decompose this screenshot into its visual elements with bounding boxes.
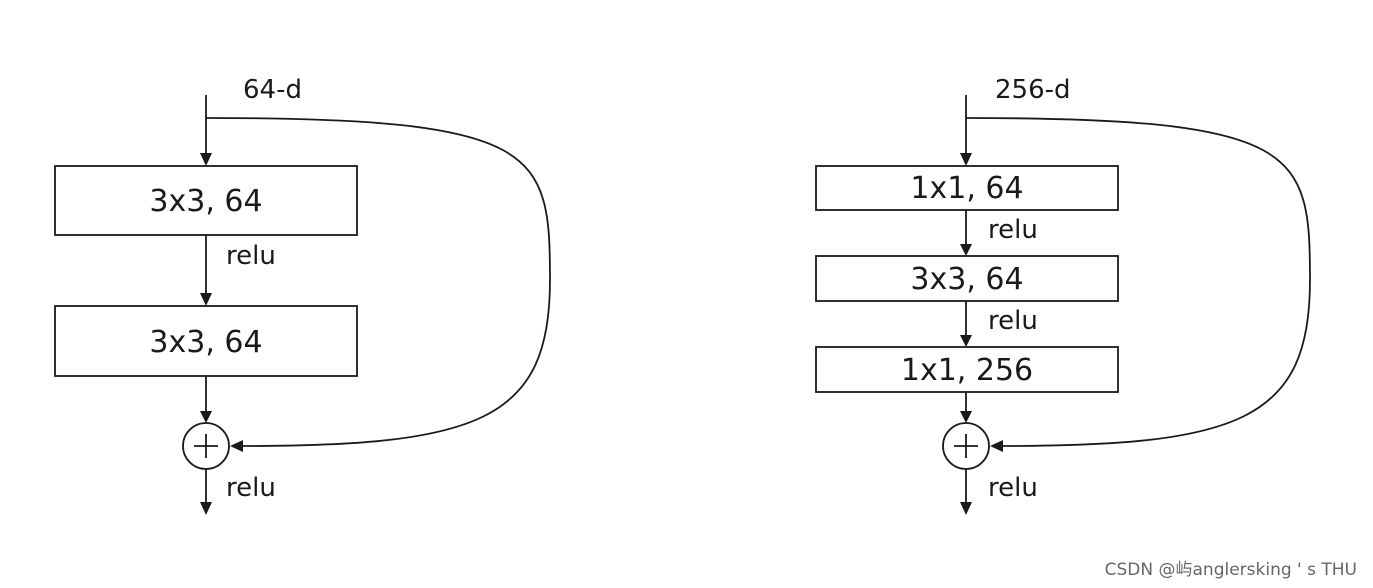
right-arrowhead-2-3 [960, 335, 972, 347]
right-arrowhead-1-2 [960, 244, 972, 256]
right-input-arrowhead [960, 153, 972, 166]
left-arrowhead-2-sum [200, 411, 212, 423]
right-skip-connection-curve [965, 117, 1311, 447]
left-layer-label-2: 3x3, 64 [149, 325, 262, 360]
right-relu-label-1: relu [988, 215, 1038, 245]
left-skip-arrowhead [230, 440, 243, 452]
left-layer-label-1: 3x3, 64 [149, 184, 262, 219]
left-skip-connection-curve [205, 117, 551, 447]
right-residual-block: 256-d 1x1, 64 relu 3x3, 64 relu 1x1, 256 [815, 75, 1311, 515]
right-layer-label-3: 1x1, 256 [901, 353, 1033, 388]
right-relu-label-2: relu [988, 306, 1038, 336]
left-input-arrowhead [200, 153, 212, 166]
right-relu-label-3: relu [988, 473, 1038, 503]
left-residual-block: 64-d 3x3, 64 relu 3x3, 64 relu [54, 75, 551, 515]
watermark-text: CSDN @屿anglersking ' s THU [1104, 560, 1357, 580]
left-arrowhead-1-2 [200, 293, 212, 306]
right-arrowhead-3-sum [960, 411, 972, 423]
right-layer-label-2: 3x3, 64 [910, 262, 1023, 297]
right-layer-box-2 [815, 255, 1119, 302]
left-relu-label-2: relu [226, 473, 276, 503]
right-skip-arrowhead [990, 440, 1003, 452]
left-input-dim-label: 64-d [243, 75, 302, 105]
left-sum-node [182, 422, 230, 470]
right-input-dim-label: 256-d [995, 75, 1071, 105]
right-layer-box-3 [815, 346, 1119, 393]
right-layer-label-1: 1x1, 64 [910, 171, 1023, 206]
left-output-arrowhead [200, 502, 212, 515]
right-output-arrowhead [960, 502, 972, 515]
left-relu-label-1: relu [226, 241, 276, 271]
right-sum-node [942, 422, 990, 470]
right-layer-box-1 [815, 165, 1119, 211]
left-layer-box-2 [54, 305, 358, 377]
